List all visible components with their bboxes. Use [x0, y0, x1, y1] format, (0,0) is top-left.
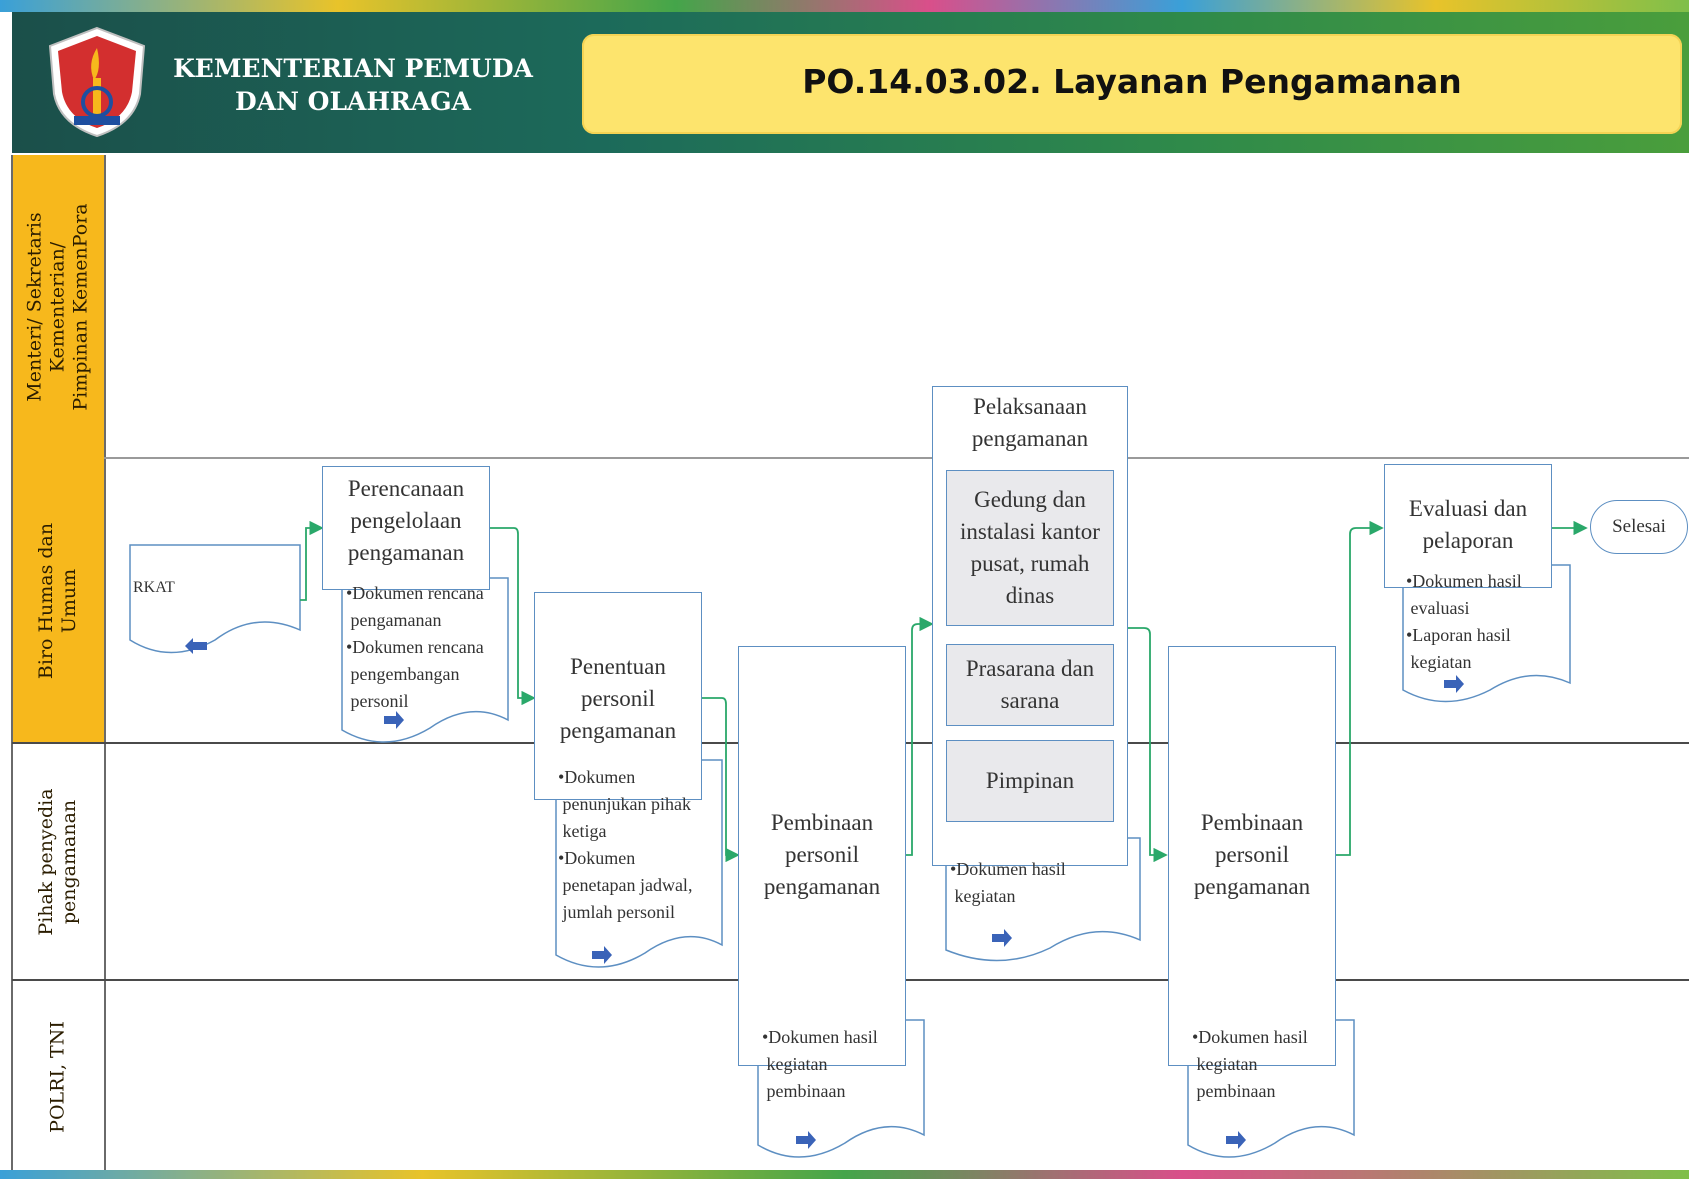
process-perencanaan: Perencanaan pengelolaan pengamanan	[322, 466, 490, 590]
doc-pelaksanaan-text: •Dokumen hasil kegiatan	[950, 859, 1066, 906]
sub-label: Prasarana dan sarana	[965, 656, 1095, 713]
connector-penentuan-pembinaan	[702, 697, 740, 863]
arrow-right-icon	[592, 946, 612, 964]
connector-perencanaan-penentuan	[490, 527, 536, 706]
doc-rkat-text: RKAT	[133, 579, 175, 596]
terminator-selesai: Selesai	[1590, 500, 1688, 554]
bottom-color-stripe	[0, 1170, 1689, 1179]
arrow-right-icon	[1226, 1131, 1246, 1149]
process-label: Perencanaan pengelolaan pengamanan	[347, 476, 465, 565]
top-color-stripe	[0, 0, 1689, 12]
sub-label: Gedung dan instalasi kantor pusat, rumah…	[960, 487, 1100, 608]
process-label: Penentuan personil pengamanan	[559, 654, 677, 743]
organization-name: KEMENTERIAN PEMUDA DAN OLAHRAGA	[168, 52, 538, 118]
arrow-right-icon	[384, 711, 404, 729]
doc-rkat	[129, 544, 301, 654]
title-box: PO.14.03.02. Layanan Pengamanan	[582, 34, 1682, 134]
doc-perencanaan-text: •Dokumen rencana pengamanan •Dokumen ren…	[346, 583, 484, 711]
ministry-logo	[48, 26, 146, 138]
doc-pembinaan-1-text: •Dokumen hasil kegiatan pembinaan	[762, 1027, 878, 1101]
connector-pelaksanaan-pembinaan	[1128, 627, 1168, 863]
doc-penentuan	[555, 759, 723, 968]
sub-pimpinan: Pimpinan	[946, 740, 1114, 822]
connector-rkat-perencanaan	[300, 520, 324, 601]
sub-gedung: Gedung dan instalasi kantor pusat, rumah…	[946, 470, 1114, 626]
doc-evaluasi	[1402, 564, 1571, 703]
arrow-right-icon	[992, 929, 1012, 947]
connector-pembinaan-evaluasi	[1336, 520, 1384, 856]
sub-label: Pimpinan	[985, 768, 1075, 793]
process-label: Pembinaan personil pengamanan	[1193, 810, 1311, 899]
lane-label-biro-humas: Biro Humas dan Umum	[12, 458, 106, 743]
doc-pelaksanaan	[945, 837, 1141, 962]
process-penentuan: Penentuan personil pengamanan	[534, 592, 702, 800]
process-evaluasi: Evaluasi dan pelaporan	[1384, 464, 1552, 588]
arrow-right-icon	[796, 1131, 816, 1149]
lane-label-pihak-penyedia: Pihak penyedia pengamanan	[12, 743, 106, 980]
arrow-right-icon	[1444, 675, 1464, 693]
process-label: Pembinaan personil pengamanan	[763, 810, 881, 899]
doc-penentuan-text: •Dokumen penunjukan pihak ketiga •Dokume…	[558, 767, 693, 922]
connector-pembinaan-pelaksanaan	[906, 616, 934, 856]
process-label: Pelaksanaan pengamanan	[971, 394, 1089, 451]
org-line-2: DAN OLAHRAGA	[235, 87, 471, 116]
page-title: PO.14.03.02. Layanan Pengamanan	[802, 62, 1462, 101]
lane-label-menteri: Menteri/ Sekretaris Kementerian/ Pimpina…	[12, 155, 106, 458]
terminator-label: Selesai	[1612, 516, 1666, 537]
process-pembinaan-1: Pembinaan personil pengamanan	[738, 646, 906, 1066]
doc-evaluasi-text: •Dokumen hasil evaluasi •Laporan hasil k…	[1406, 571, 1522, 672]
doc-pembinaan-2-text: •Dokumen hasil kegiatan pembinaan	[1192, 1027, 1308, 1101]
process-label: Evaluasi dan pelaporan	[1408, 496, 1528, 553]
process-pembinaan-2: Pembinaan personil pengamanan	[1168, 646, 1336, 1066]
sub-prasarana: Prasarana dan sarana	[946, 644, 1114, 726]
org-line-1: KEMENTERIAN PEMUDA	[173, 54, 533, 83]
doc-perencanaan	[341, 577, 509, 743]
arrow-left-icon	[185, 638, 207, 654]
lane-label-polri-tni: POLRI, TNI	[12, 980, 106, 1173]
